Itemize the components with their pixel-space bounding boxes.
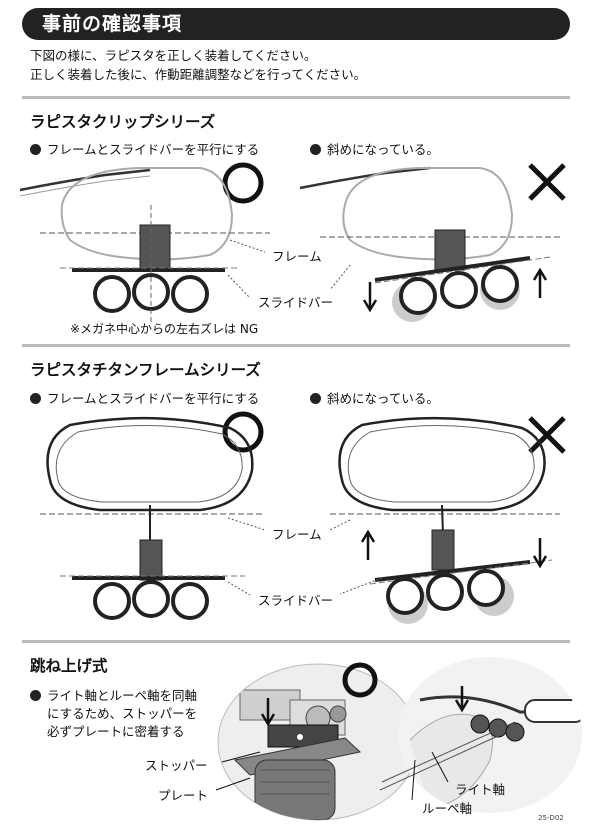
document-code: 25-D02 [538, 814, 564, 822]
clip-frame-label: フレーム [272, 249, 322, 264]
section-divider [22, 96, 570, 99]
bullet-dot [310, 393, 321, 404]
clip-good-text: フレームとスライドバーを平行にする [47, 142, 260, 157]
flip-up-text-2: にするため、ストッパーを [47, 706, 198, 721]
titan-series-heading: ラピスタチタンフレームシリーズ [30, 361, 261, 379]
correct-circle-icon [222, 411, 264, 453]
correct-circle-icon [222, 162, 264, 204]
light-axis-label: ライト軸 [455, 782, 506, 797]
bullet-dot [30, 393, 41, 404]
clip-series-heading: ラピスタクリップシリーズ [30, 113, 216, 131]
page-title: 事前の確認事項 [22, 8, 570, 40]
titan-bad-bullet: 斜めになっている。 [310, 388, 439, 407]
titan-frame-label: フレーム [272, 527, 322, 542]
flip-up-text-1: ライト軸とルーペ軸を同軸 [47, 688, 198, 703]
titan-good-text: フレームとスライドバーを平行にする [47, 391, 260, 406]
clip-slidebar-label: スライドバー [258, 295, 334, 310]
flip-up-text-3: 必ずプレートに密着する [47, 724, 185, 739]
titan-slidebar-label: スライドバー [258, 593, 334, 608]
clip-offset-note: ※メガネ中心からの左右ズレは NG [70, 322, 259, 336]
flip-up-bullet: ライト軸とルーペ軸を同軸 にするため、ストッパーを 必ずプレートに密着する [30, 687, 197, 741]
titan-good-bullet: フレームとスライドバーを平行にする [30, 388, 259, 407]
bullet-dot [30, 144, 41, 155]
loupe-axis-label: ルーペ軸 [422, 801, 473, 816]
stopper-label: ストッパー [145, 758, 208, 773]
wrong-x-icon [528, 163, 566, 201]
clip-bad-text: 斜めになっている。 [327, 142, 439, 157]
clip-bad-bullet: 斜めになっている。 [310, 139, 439, 158]
bullet-dot [310, 144, 321, 155]
section-divider [22, 344, 570, 347]
section-divider [22, 640, 570, 643]
titan-bad-text: 斜めになっている。 [327, 391, 439, 406]
clip-good-bullet: フレームとスライドバーを平行にする [30, 139, 259, 158]
intro-line-1: 下図の様に、ラピスタを正しく装着してください。 [30, 48, 317, 63]
bullet-dot [30, 690, 41, 701]
plate-label: プレート [158, 788, 209, 803]
wrong-x-icon [528, 416, 566, 454]
flip-up-heading: 跳ね上げ式 [30, 657, 108, 675]
correct-circle-icon [342, 662, 378, 698]
intro-line-2: 正しく装着した後に、作動距離調整などを行ってください。 [30, 67, 367, 82]
